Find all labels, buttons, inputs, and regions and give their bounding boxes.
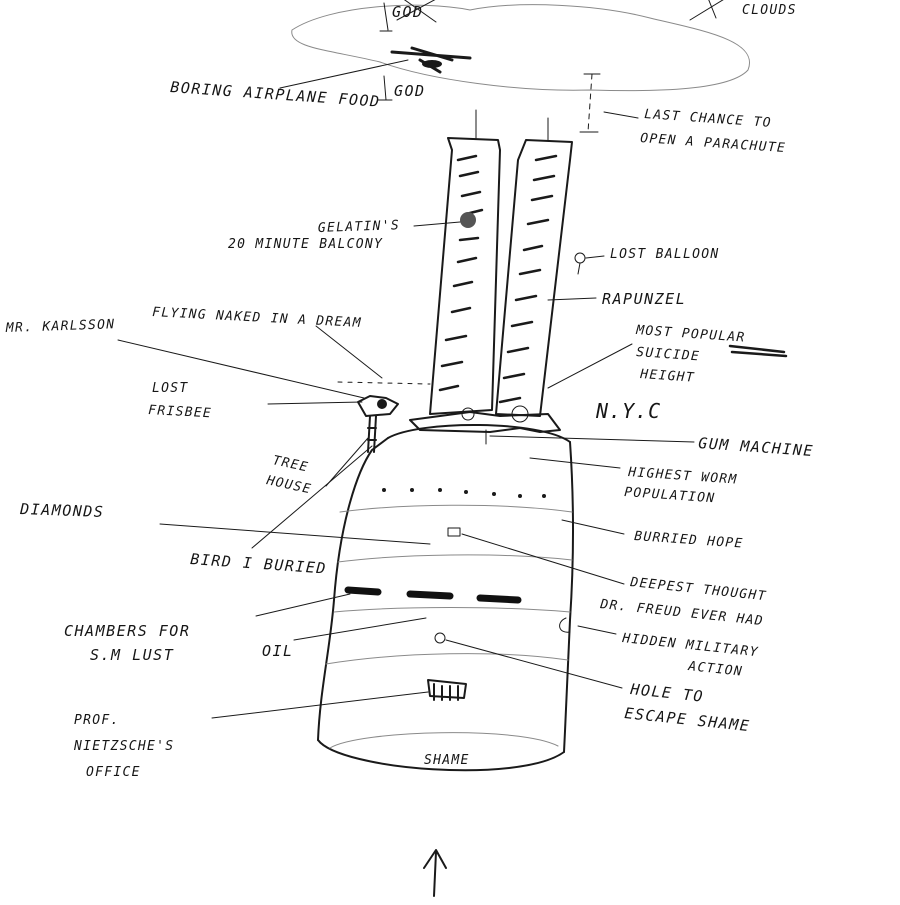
hidden-military-line1: HIDDEN MILITARY: [621, 631, 760, 660]
airplane-body: [422, 60, 442, 68]
gum-machine-label: GUM MACHINE: [698, 434, 815, 460]
buried-hope-label: BURRIED HOPE: [634, 529, 744, 552]
up-arrow-icon: [423, 849, 447, 897]
shame-label: SHAME: [424, 753, 470, 768]
cylinder-left-side: [317, 437, 389, 741]
cloud-outline: [291, 4, 751, 92]
gelatins-line2: 20 MINUTE BALCONY: [228, 237, 383, 252]
crossout-mark-clouds: [689, 0, 724, 21]
hole-icon: [434, 632, 446, 644]
balloon-icon: [574, 252, 586, 264]
cylinder-bottom-back: [329, 732, 559, 749]
buried-hope-box: [447, 527, 461, 537]
most-popular-line3: HEIGHT: [639, 367, 696, 386]
leader-line: [267, 401, 363, 405]
lost-frisbee-line1: LOST: [152, 381, 189, 396]
flying-naked-label: FLYING NAKED IN A DREAM: [152, 305, 362, 331]
right-tower-windows: [498, 154, 558, 404]
leader-line: [251, 445, 373, 549]
leader-line: [117, 339, 365, 399]
tree-house-icon: [357, 395, 399, 453]
leader-line: [547, 343, 633, 389]
ground-strata: [325, 504, 573, 665]
hidden-military-line2: ACTION: [687, 659, 744, 680]
leader-line: [603, 111, 639, 119]
last-chance-line1: LAST CHANCE TO: [644, 107, 773, 131]
most-popular-line2: SUICIDE: [636, 345, 701, 364]
crossout-mark: [379, 0, 437, 32]
chambers-line1: CHAMBERS FOR: [64, 622, 190, 640]
deepest-line1: DEEPEST THOUGHT: [629, 575, 768, 604]
mr-karlsson-label: MR. KARLSSON: [5, 317, 116, 336]
bird-i-buried-label: BIRD I BURIED: [190, 550, 328, 578]
diamonds-label: DIAMONDS: [19, 500, 105, 521]
leader-line: [445, 639, 623, 689]
leader-line: [413, 221, 461, 227]
balloon-string: [577, 255, 605, 275]
highest-worm-line1: HIGHEST WORM: [627, 465, 738, 488]
boring-airplane-food-label: BORING AIRPLANE FOOD: [170, 78, 381, 111]
god-label: GOD: [394, 82, 426, 100]
leader-line: [325, 437, 369, 487]
god-post: [377, 75, 393, 101]
hole-line1: HOLE TO: [629, 680, 705, 706]
left-tower: [429, 137, 501, 415]
flight-dash: [337, 381, 431, 385]
prof-line1: PROF.: [74, 713, 120, 728]
leader-line: [315, 325, 383, 379]
last-chance-line2: OPEN A PARACHUTE: [640, 131, 787, 156]
leader-line: [293, 617, 427, 641]
tree-house-line1: TREE: [271, 453, 310, 475]
parachute-ticks: [579, 73, 601, 133]
cylinder-right-side: [563, 441, 574, 753]
scribble-mark: [728, 344, 788, 358]
leader-line: [211, 691, 429, 719]
tree-house-line2: HOUSE: [264, 473, 313, 497]
highest-worm-line2: POPULATION: [624, 485, 716, 506]
office-desk-icon: [427, 679, 467, 701]
prof-line3: OFFICE: [86, 765, 141, 780]
hole-line2: ESCAPE SHAME: [624, 704, 752, 735]
tower-base: [409, 411, 561, 433]
god-top-label: GOD: [392, 3, 424, 21]
rubble: [511, 405, 529, 423]
leader-line: [461, 533, 625, 585]
leader-line: [561, 519, 625, 535]
military-bump: [559, 617, 571, 633]
leader-line: [577, 625, 617, 635]
clouds-label: CLOUDS: [742, 3, 797, 18]
most-popular-line1: MOST POPULAR: [635, 323, 746, 346]
cylinder-bottom-front: [317, 739, 565, 772]
rubble: [461, 407, 475, 421]
right-tower: [495, 139, 573, 417]
gelatins-line1: GELATIN'S: [318, 218, 401, 236]
leader-line: [255, 593, 351, 617]
chambers-line2: S.M LUST: [90, 646, 174, 664]
rapunzel-label: RAPUNZEL: [602, 290, 686, 308]
leader-line: [159, 523, 431, 545]
deepest-line2: DR. FREUD EVER HAD: [599, 597, 765, 629]
ground-top-edge: [387, 424, 571, 443]
worm-dots: [382, 488, 546, 498]
leader-line: [529, 457, 621, 469]
leader-line: [547, 297, 597, 301]
gelatin-blob: [460, 212, 476, 228]
leader-line: [485, 429, 695, 445]
left-tower-windows: [438, 154, 484, 392]
nyc-label: N.Y.C: [595, 399, 661, 423]
prof-line2: NIETZSCHE'S: [73, 739, 174, 754]
lost-balloon-label: LOST BALLOON: [610, 247, 720, 262]
leader-line: [279, 59, 409, 89]
parachute-dash: [587, 73, 593, 133]
oil-label: OIL: [262, 642, 294, 660]
chambers-dashes: [344, 586, 522, 604]
frisbee-icon: [377, 399, 387, 409]
airplane-icon: [390, 46, 472, 74]
lost-frisbee-line2: FRISBEE: [148, 403, 213, 421]
